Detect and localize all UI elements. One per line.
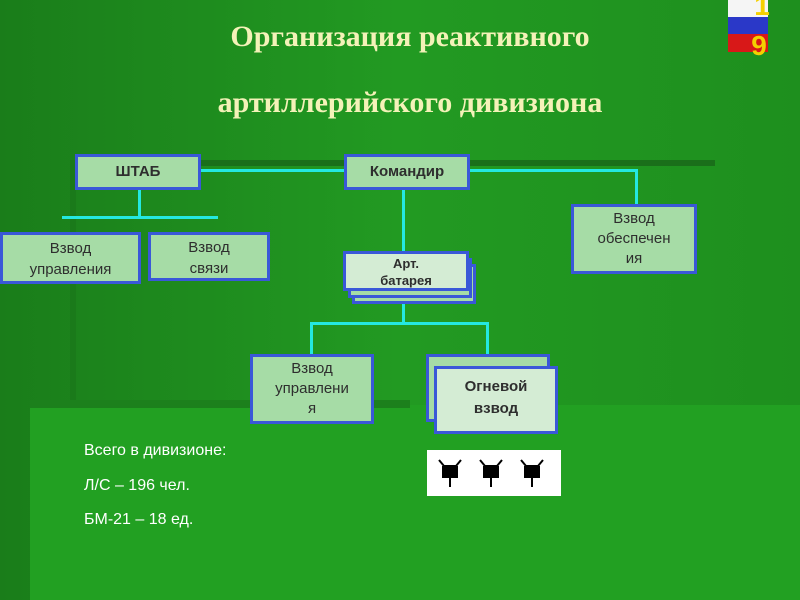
battery-line-1: Арт.: [393, 256, 419, 271]
support-platoon-line-2: обеспечен: [597, 230, 671, 247]
title-line-2: артиллерийского дивизиона: [217, 86, 603, 119]
support-platoon-line-1: Взвод: [613, 210, 655, 227]
connector-line: [138, 188, 141, 218]
connector-line: [402, 302, 405, 324]
slide-title: Организация реактивного артиллерийского …: [100, 8, 720, 132]
launcher-icon: [479, 459, 503, 487]
connector-line: [200, 169, 346, 172]
comm-platoon-line-2: связи: [189, 260, 229, 277]
title-line-1: Организация реактивного: [230, 20, 590, 53]
fire-platoon-box: Огневой взвод: [434, 366, 558, 434]
fire-platoon-line-2: взвод: [473, 400, 519, 417]
support-platoon-box: Взвод обеспечен ия: [571, 204, 697, 274]
comm-platoon-line-1: Взвод: [188, 239, 230, 256]
comm-platoon-box: Взвод связи: [148, 232, 270, 281]
shtab-box: ШТАБ: [75, 154, 201, 190]
summary-personnel: Л/С – 196 чел.: [84, 477, 190, 494]
slide-number-bottom: 9: [751, 30, 767, 61]
fire-platoon-line-1: Огневой: [464, 378, 528, 395]
control-platoon-bat-line-2: управлени: [275, 380, 349, 397]
commander-box: Командир: [344, 154, 470, 190]
russian-flag-icon: [728, 0, 768, 52]
connector-line: [62, 216, 218, 219]
support-platoon-line-3: ия: [625, 250, 643, 267]
battery-line-2: батарея: [380, 273, 432, 288]
connector-line: [468, 169, 638, 172]
connector-line: [635, 169, 638, 207]
control-platoon-hq-box: Взвод управления: [0, 232, 141, 284]
battery-box: Арт. батарея: [343, 251, 469, 291]
launcher-icon: [438, 459, 462, 487]
weapons-panel: [427, 450, 561, 496]
connector-line: [402, 188, 405, 254]
control-platoon-bat-line-1: Взвод: [291, 360, 333, 377]
control-platoon-bat-line-3: я: [307, 400, 317, 417]
connector-line: [310, 322, 313, 356]
decorative-bar: [30, 400, 410, 408]
control-platoon-bat-box: Взвод управлени я: [250, 354, 374, 424]
shtab-label: ШТАБ: [115, 163, 161, 180]
connector-line: [486, 322, 489, 356]
summary-heading: Всего в дивизионе:: [84, 442, 227, 459]
launcher-icon: [520, 459, 544, 487]
summary-bm21: БМ-21 – 18 ед.: [84, 511, 194, 528]
commander-label: Командир: [369, 163, 445, 180]
control-platoon-hq-line-1: Взвод: [49, 240, 92, 257]
connector-line: [310, 322, 488, 325]
slide-number-top: 1: [754, 0, 770, 21]
decorative-bar: [70, 160, 76, 600]
control-platoon-hq-line-2: управления: [29, 261, 112, 278]
decorative-block: [30, 405, 800, 600]
